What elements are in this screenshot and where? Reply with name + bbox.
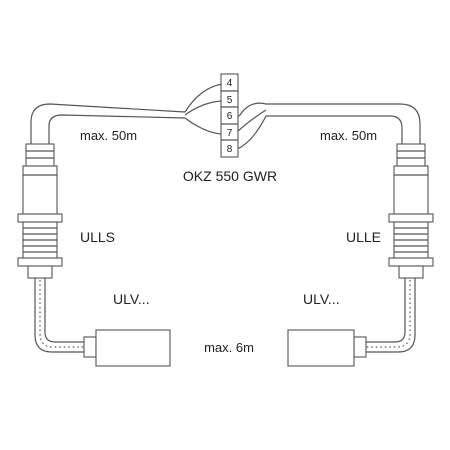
terminal-pin-6: 6 bbox=[227, 111, 233, 122]
right-probe-ulv bbox=[287, 329, 367, 367]
terminal-pin-5: 5 bbox=[227, 95, 233, 106]
left-sensor-ulls bbox=[17, 143, 63, 279]
right-probe-label: ULV... bbox=[303, 291, 340, 307]
right-sensor-label: ULLE bbox=[346, 229, 381, 245]
terminal-pin-7: 7 bbox=[227, 128, 233, 139]
left-sensor-label: ULLS bbox=[80, 229, 115, 245]
terminal-pin-4: 4 bbox=[227, 78, 233, 89]
left-probe-ulv bbox=[83, 329, 171, 367]
terminal-block: 4 5 6 7 8 bbox=[220, 73, 239, 158]
right-long-cable bbox=[266, 103, 421, 145]
left-short-cable bbox=[34, 278, 95, 353]
right-short-cable bbox=[355, 278, 416, 353]
right-sensor-ulle bbox=[388, 143, 434, 279]
terminal-pin-8: 8 bbox=[227, 144, 233, 155]
terminal-wires bbox=[184, 83, 267, 150]
left-probe-label: ULV... bbox=[113, 291, 150, 307]
terminal-block-label: OKZ 550 GWR bbox=[183, 168, 277, 184]
short-cable-length-label: max. 6m bbox=[204, 340, 254, 355]
right-cable-length-label: max. 50m bbox=[320, 128, 377, 143]
left-long-cable bbox=[30, 103, 186, 145]
left-cable-length-label: max. 50m bbox=[80, 128, 137, 143]
